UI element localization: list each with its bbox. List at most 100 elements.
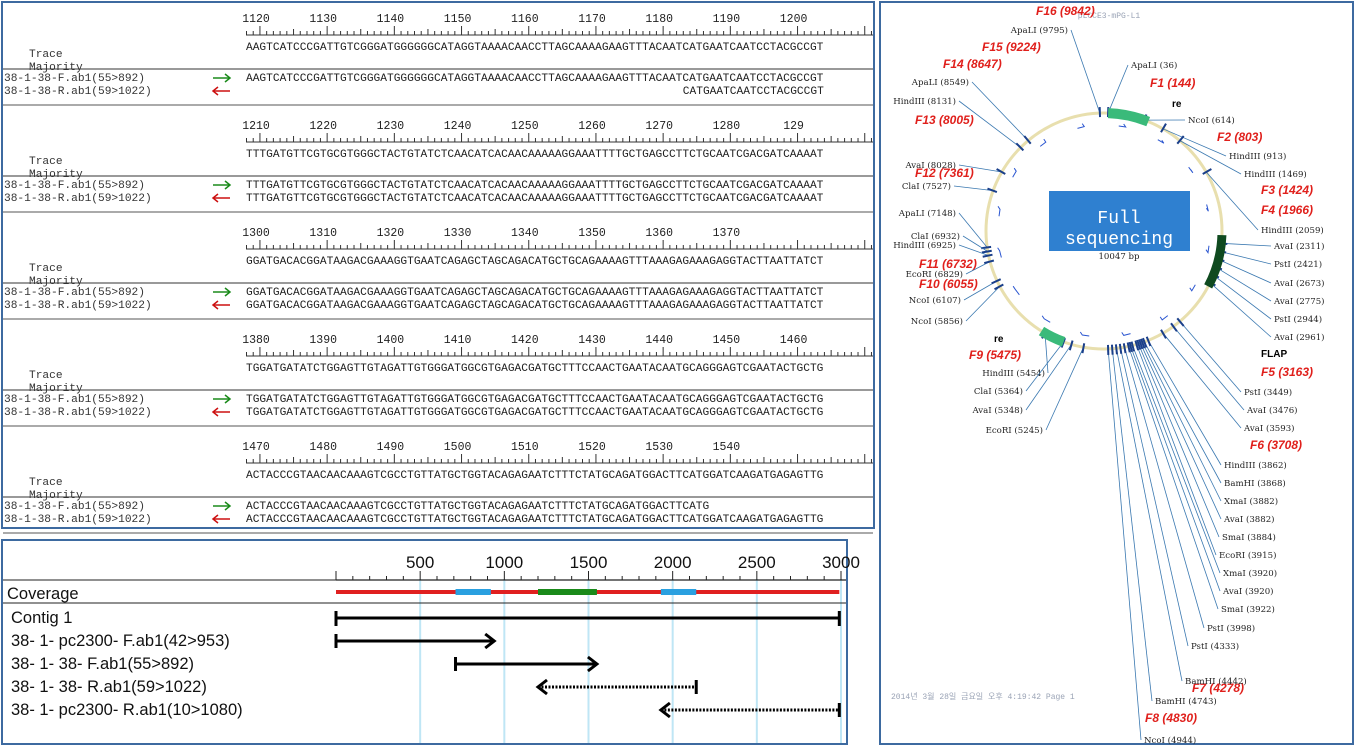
reverse-read-label[interactable]: 38-1-38-R.ab1(59>1022)	[4, 300, 152, 312]
majority-label: Majority	[29, 169, 83, 181]
contig-label[interactable]: Contig 1	[11, 609, 72, 627]
reverse-arrow-icon	[211, 407, 230, 417]
reverse-read-label[interactable]: 38-1-38-R.ab1(59>1022)	[4, 514, 152, 526]
read-label[interactable]: 38- 1- pc2300- F.ab1(42>953)	[11, 632, 230, 650]
restriction-site-label[interactable]: XmaI (3882)	[1224, 496, 1278, 507]
restriction-site-label[interactable]: AvaI (3920)	[1222, 586, 1274, 597]
restriction-site-label[interactable]: ClaI (6932)	[911, 231, 960, 242]
site-marker	[1138, 339, 1144, 350]
restriction-site-label[interactable]: NcoI (4944)	[1144, 735, 1196, 746]
site-leader-line	[1120, 347, 1189, 647]
site-leader-line	[1115, 348, 1183, 682]
restriction-site-label[interactable]: HindIII (3862)	[1224, 460, 1287, 471]
reverse-sequence: GGATGACACGGATAAGACGAAAGGTGAATCAGAGCTAGCA…	[246, 300, 824, 312]
restriction-site-label[interactable]: BamHI (4743)	[1155, 696, 1217, 707]
read-bar[interactable]	[658, 701, 841, 719]
site-marker	[1202, 168, 1212, 175]
restriction-site-label[interactable]: AvaI (2961)	[1273, 332, 1325, 343]
forward-sequence: TTTGATGTTCGTGCGTGGGCTACTGTATCTCAACATCACA…	[246, 180, 824, 192]
restriction-site-label[interactable]: BamHI (4442)	[1185, 676, 1247, 687]
forward-read-label[interactable]: 38-1-38-F.ab1(55>892)	[4, 501, 145, 513]
read-bar[interactable]	[454, 655, 600, 673]
restriction-site-label[interactable]: AvaI (3882)	[1223, 514, 1275, 525]
restriction-site-label[interactable]: NcoI (5856)	[911, 316, 963, 327]
restriction-site-label[interactable]: HindIII (5454)	[982, 368, 1045, 379]
site-marker	[1122, 343, 1127, 354]
reverse-read-label[interactable]: 38-1-38-R.ab1(59>1022)	[4, 193, 152, 205]
restriction-site-label[interactable]: NcoI (6107)	[909, 295, 961, 306]
site-leader-line	[1070, 29, 1101, 114]
ruler-number: 1470	[242, 441, 270, 454]
restriction-site-label[interactable]: EcoRI (6829)	[906, 269, 963, 280]
restriction-site-label[interactable]: AvaI (5348)	[971, 405, 1023, 416]
forward-read-label[interactable]: 38-1-38-F.ab1(55>892)	[4, 180, 145, 192]
primer-arrow-icon	[1077, 123, 1086, 129]
site-marker	[1128, 341, 1133, 353]
restriction-site-label[interactable]: NcoI (614)	[1188, 115, 1235, 126]
ruler-number: 1520	[578, 441, 606, 454]
restriction-site-label[interactable]: SmaI (3922)	[1221, 604, 1275, 615]
trace-label: Trace	[29, 156, 63, 168]
restriction-site-label[interactable]: AvaI (2775)	[1273, 296, 1325, 307]
read-label[interactable]: 38- 1- 38- R.ab1(59>1022)	[11, 678, 207, 696]
restriction-site-label[interactable]: PstI (3998)	[1207, 623, 1255, 634]
restriction-site-label[interactable]: PstI (3449)	[1244, 387, 1292, 398]
forward-read-label[interactable]: 38-1-38-F.ab1(55>892)	[4, 394, 145, 406]
restriction-site-label[interactable]: XmaI (3920)	[1223, 568, 1277, 579]
restriction-site-label[interactable]: HindIII (2059)	[1261, 225, 1324, 236]
site-marker	[1110, 344, 1114, 355]
restriction-site-label[interactable]: ClaI (7527)	[902, 181, 951, 192]
reverse-read-label[interactable]: 38-1-38-R.ab1(59>1022)	[4, 86, 152, 98]
site-marker	[1160, 329, 1167, 339]
restriction-site-label[interactable]: SmaI (3884)	[1222, 532, 1276, 543]
site-leader-line	[1140, 343, 1222, 520]
restriction-site-label[interactable]: ApaLI (7148)	[898, 208, 956, 219]
ruler-number: 1390	[309, 334, 337, 347]
restriction-site-label[interactable]: ClaI (5364)	[974, 386, 1023, 397]
restriction-site-label[interactable]: PstI (4333)	[1191, 641, 1239, 652]
reverse-arrow-icon	[211, 86, 230, 96]
read-bar[interactable]	[535, 678, 698, 696]
read-label[interactable]: 38- 1- 38- F.ab1(55>892)	[11, 655, 194, 673]
fragment-label: F10 (6055)	[919, 277, 978, 291]
reverse-arrow-icon	[211, 193, 230, 203]
restriction-site-label[interactable]: HindIII (6925)	[893, 240, 956, 251]
restriction-site-label[interactable]: AvaI (2311)	[1273, 241, 1325, 252]
restriction-site-label[interactable]: EcoRI (5245)	[986, 425, 1043, 436]
site-leader-line	[1138, 343, 1220, 538]
ruler-number: 1180	[645, 13, 673, 26]
restriction-site-label[interactable]: ApaLI (8549)	[911, 77, 969, 88]
site-marker	[1142, 337, 1148, 348]
site-marker	[994, 283, 1004, 291]
restriction-site-label[interactable]: AvaI (2673)	[1273, 278, 1325, 289]
primer-arrow-icon	[1205, 204, 1209, 212]
restriction-site-label[interactable]: PstI (2421)	[1274, 259, 1322, 270]
ruler-number: 1540	[713, 441, 741, 454]
reverse-sequence: TTTGATGTTCGTGCGTGGGCTACTGTATCTCAACATCACA…	[246, 193, 824, 205]
restriction-site-label[interactable]: AvaI (8028)	[904, 160, 956, 171]
restriction-site-label[interactable]: ApaLI (36)	[1130, 60, 1177, 71]
ruler-number: 1250	[511, 120, 539, 133]
ruler-number: 1190	[713, 13, 741, 26]
read-bar[interactable]	[334, 632, 497, 650]
primer-arrow-icon	[1039, 138, 1047, 147]
restriction-site-label[interactable]: AvaI (3593)	[1243, 423, 1295, 434]
restriction-site-label[interactable]: HindIII (913)	[1229, 151, 1286, 162]
forward-read-label[interactable]: 38-1-38-F.ab1(55>892)	[4, 287, 145, 299]
forward-read-label[interactable]: 38-1-38-F.ab1(55>892)	[4, 73, 145, 85]
restriction-site-label[interactable]: AvaI (3476)	[1246, 405, 1298, 416]
restriction-site-label[interactable]: HindIII (1469)	[1244, 169, 1307, 180]
reverse-read-label[interactable]: 38-1-38-R.ab1(59>1022)	[4, 407, 152, 419]
read-label[interactable]: 38- 1- pc2300- R.ab1(10>1080)	[11, 701, 243, 719]
restriction-site-label[interactable]: PstI (2944)	[1274, 314, 1322, 325]
restriction-site-label[interactable]: EcoRI (3915)	[1219, 550, 1276, 561]
site-leader-line	[1136, 344, 1217, 556]
restriction-site-label[interactable]: ApaLI (9795)	[1010, 25, 1068, 36]
site-marker	[1176, 135, 1185, 145]
restriction-site-label[interactable]: BamHI (3868)	[1224, 478, 1286, 489]
restriction-site-label[interactable]: HindIII (8131)	[893, 96, 956, 107]
